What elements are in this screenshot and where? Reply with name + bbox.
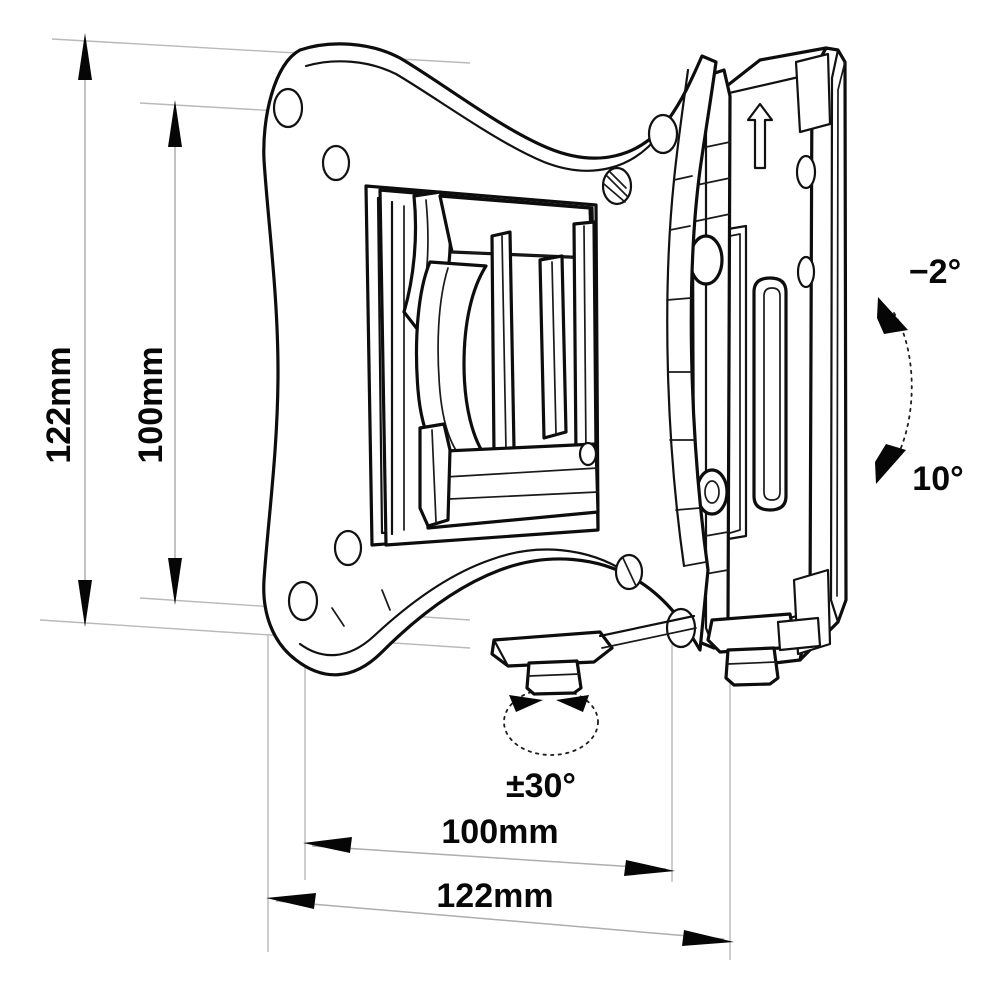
- arrowhead-swivel-right: [556, 695, 589, 712]
- bracket-facet-2: [673, 175, 693, 181]
- arrowhead-down-100: [168, 558, 182, 605]
- angle-label-tilt-down: 10°: [912, 460, 963, 498]
- up-arrow-icon: [746, 102, 774, 170]
- ext-line-top-122: [51, 38, 471, 64]
- thumb-screw-right: [706, 612, 822, 687]
- center-blade-crease: [501, 235, 507, 451]
- wall-plate-side-rib: [829, 48, 840, 624]
- clamp-arm-lower: [418, 422, 452, 528]
- tilt-angle-indicator: [875, 297, 913, 484]
- bottom-bar-edge-2: [427, 491, 599, 501]
- dim-line-122-horizontal: [275, 900, 725, 940]
- bracket-facet-9: [331, 607, 345, 627]
- arrowhead-left-100h: [303, 837, 352, 853]
- dimension-label-122mm-vertical: 122mm: [40, 346, 78, 463]
- mechanism-detent-pin: [578, 441, 598, 467]
- arrowhead-up-100: [168, 100, 182, 147]
- screw-head-upper-right: [601, 166, 633, 206]
- dimension-100mm-vertical: [168, 100, 182, 605]
- bracket-facet-3: [669, 225, 691, 231]
- bracket-plate-top-inner: [304, 60, 662, 172]
- ext-line-bottom-122: [39, 619, 471, 649]
- tsc-knob-line: [528, 673, 580, 677]
- wall-plate-top-tab: [794, 52, 832, 134]
- arrowhead-right-100h: [624, 860, 675, 876]
- dimension-100mm-horizontal: [303, 837, 675, 876]
- vesa-hole-top-right: [647, 113, 679, 155]
- bracket-facet-10: [381, 589, 391, 611]
- dimension-122mm-vertical: [78, 33, 92, 627]
- angle-label-swivel: ±30°: [506, 767, 576, 805]
- bracket-plate-right-inner: [666, 68, 690, 568]
- secondary-rib-crease: [551, 261, 557, 435]
- arrowhead-down-122: [78, 580, 92, 627]
- bracket-plate-bottom-inner: [298, 548, 628, 657]
- wall-plate-side-rib2: [836, 61, 846, 597]
- right-post-crease: [583, 225, 587, 455]
- dimension-label-122mm-horizontal: 122mm: [436, 877, 553, 915]
- clamp-arm-lower-crease: [431, 429, 437, 523]
- bracket-facet-7: [675, 507, 701, 511]
- vesa-hole-bottom-right: [665, 607, 697, 649]
- wall-plate-slot: [752, 276, 788, 512]
- hinge-rib-3: [691, 213, 731, 223]
- tsc-edge: [492, 638, 510, 668]
- tsr-knob-line: [727, 661, 777, 665]
- linkage-rod: [598, 614, 696, 638]
- arrowhead-up-122: [78, 33, 92, 80]
- tilt-arc: [891, 312, 913, 467]
- dimension-label-100mm-vertical: 100mm: [132, 346, 170, 463]
- wall-plate-boss-mid: [796, 255, 816, 289]
- screw-head-lower-right: [614, 553, 644, 591]
- wall-plate: [712, 46, 848, 666]
- wall-plate-channel-inner: [729, 233, 741, 534]
- thumb-screw-center-bracket: [490, 630, 614, 668]
- bottom-linkage: [598, 614, 697, 649]
- vesa-hole-top-left: [272, 87, 304, 129]
- arrowhead-tilt-down: [875, 444, 906, 484]
- arrowhead-swivel-left: [509, 695, 543, 712]
- mechanism-top-bar-edge: [451, 251, 591, 259]
- dimension-label-100mm-horizontal: 100mm: [441, 813, 558, 851]
- vesa-hole-secondary-upper: [321, 144, 351, 182]
- dimension-122mm-horizontal: [266, 893, 734, 946]
- angle-label-tilt-up: −2°: [909, 253, 961, 291]
- thumb-screw-center: [490, 630, 614, 696]
- tilt-mechanism: [378, 188, 600, 547]
- screw-slot-upper-right: [603, 171, 628, 203]
- mechanism-secondary-rib: [538, 254, 568, 440]
- bottom-bar-edge: [427, 467, 599, 479]
- arrowhead-left-122h: [266, 893, 316, 909]
- bracket-facet-8: [683, 561, 707, 567]
- wall-plate-channel: [720, 224, 748, 542]
- dim-line-100-horizontal: [311, 845, 667, 870]
- linkage-rod-2: [601, 627, 697, 649]
- vesa-hole-bottom-left: [287, 580, 319, 622]
- arrowhead-tilt-up: [877, 297, 908, 334]
- swivel-angle-indicator: [503, 688, 599, 756]
- thumb-screw-center-knob: [525, 659, 583, 696]
- mechanism-top-bar: [438, 194, 594, 260]
- bracket-facet-4: [666, 297, 692, 301]
- wall-plate-boss-upper: [795, 154, 817, 190]
- thumb-screw-right-knob: [724, 646, 780, 687]
- wall-plate-slot-inner: [763, 287, 781, 501]
- screw-slot-lower-right: [622, 557, 637, 587]
- right-plate-tab: [776, 616, 822, 652]
- hinge-pin-lower: [704, 480, 720, 504]
- arrowhead-right-122h: [682, 930, 734, 946]
- vesa-hole-secondary-lower: [333, 529, 363, 567]
